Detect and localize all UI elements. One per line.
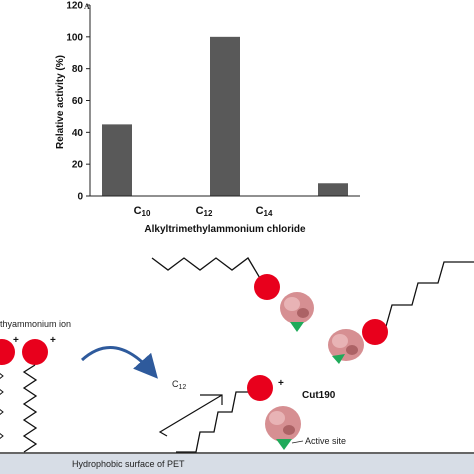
- x-category-label-base: C: [134, 205, 142, 217]
- head-group-1: [0, 339, 15, 365]
- charge-sign-1: +: [13, 335, 19, 346]
- x-category-label-sub: 12: [204, 209, 213, 218]
- y-axis-ticks: 0 20 40 60 80 100 120: [66, 1, 90, 203]
- y-tick-label: 40: [72, 128, 84, 139]
- y-tick-label: 0: [77, 192, 83, 203]
- x-category-label-base: C: [256, 205, 264, 217]
- bar-C10: [102, 124, 132, 196]
- chain-length-base: C: [172, 379, 179, 389]
- bar-C12: [210, 36, 240, 197]
- bar-unlabeled: [318, 183, 348, 196]
- enzyme-top: [280, 292, 314, 332]
- alkyl-chain-left: [22, 364, 38, 453]
- transition-arrow: [80, 346, 158, 379]
- pet-surface-label: Hydrophobic surface of PET: [72, 459, 185, 469]
- x-category-label-base: C: [196, 205, 204, 217]
- y-tick-label: 80: [72, 64, 84, 75]
- y-tick-label: 20: [72, 160, 84, 171]
- chain-dots: [0, 372, 4, 440]
- alkyl-chain-top: [151, 257, 265, 286]
- x-axis-title: Alkyltrimethylammonium chloride: [144, 224, 306, 235]
- x-category-label-C12: C12: [196, 205, 213, 218]
- chain-length-label: C12: [172, 379, 186, 391]
- charge-sign-bottom: +: [278, 378, 284, 389]
- x-category-label-C14: C14: [256, 205, 273, 218]
- x-category-label-C10: C10: [134, 205, 151, 218]
- charge-sign-2: +: [50, 335, 56, 346]
- head-group-2: [22, 339, 48, 365]
- enzyme-label: Cut190: [302, 390, 336, 401]
- ion-label: thyammonium ion: [0, 319, 71, 329]
- head-group-bottom: [247, 375, 273, 401]
- panel-letter: A: [84, 2, 90, 11]
- mechanism-diagram: Hydrophobic surface of PET thyammonium i…: [0, 257, 474, 474]
- enzyme-right: [328, 329, 364, 364]
- head-group-right: [362, 319, 388, 345]
- y-tick-label: 120: [66, 1, 83, 12]
- y-tick-label: 60: [72, 96, 84, 107]
- y-axis-title: Relative activity (%): [55, 55, 66, 149]
- chain-length-brace: [158, 394, 223, 437]
- x-category-label-sub: 10: [142, 209, 151, 218]
- pet-surface: [0, 454, 474, 474]
- bars: [102, 36, 348, 197]
- chain-length-sub: 12: [179, 384, 187, 391]
- enzyme-bottom: [265, 406, 301, 450]
- active-site-label: Active site: [305, 436, 346, 446]
- head-group-top: [254, 274, 280, 300]
- active-site-pointer: [291, 440, 304, 444]
- alkyl-chain-bottom: [176, 381, 256, 453]
- x-category-label-sub: 14: [264, 209, 273, 218]
- alkyl-chain-right: [384, 261, 474, 331]
- y-tick-label: 100: [66, 32, 83, 43]
